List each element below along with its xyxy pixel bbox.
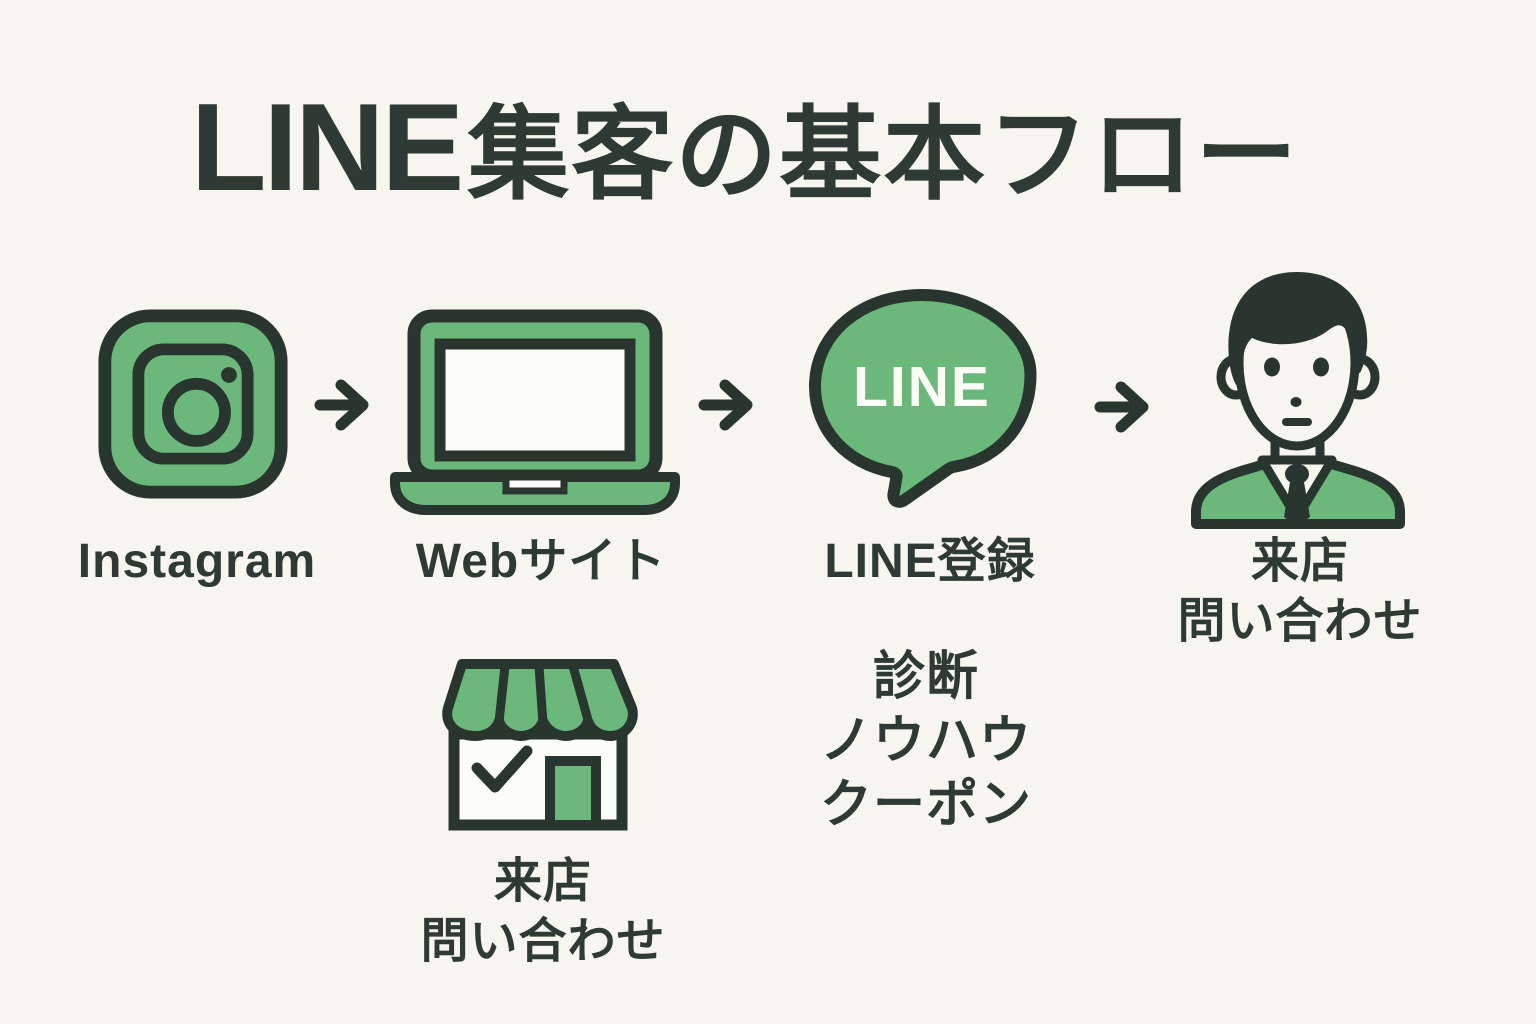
- step-label-website: Webサイト: [415, 535, 667, 588]
- instagram-icon: [98, 309, 288, 499]
- person-nose: [1290, 397, 1302, 407]
- store-door: [545, 756, 601, 830]
- step-label-visit-line2: 問い合わせ: [1177, 595, 1423, 648]
- flow-arrow-icon: [698, 379, 753, 431]
- person-eye-right: [1313, 357, 1329, 377]
- person-icon: [1191, 272, 1405, 529]
- store-awning-dividers: [494, 664, 593, 725]
- page-title: LINE集客の基本フロー: [0, 68, 1490, 229]
- person-tie-knot: [1285, 464, 1309, 484]
- instagram-inner-square: [132, 343, 254, 465]
- store-outcome-label: 来店 問い合わせ: [368, 852, 718, 972]
- laptop-notch: [502, 473, 568, 495]
- person-tie: [1284, 482, 1310, 526]
- instagram-lens: [161, 377, 231, 447]
- person-suit: [1191, 455, 1405, 529]
- flow-arrow-icon: [1094, 381, 1149, 433]
- store-outcome-line1: 来店: [493, 855, 592, 908]
- instagram-outer-square: [98, 309, 288, 499]
- flow-arrow-icon: [314, 379, 369, 431]
- benefit-item: 診断: [872, 648, 979, 706]
- person-eye-left: [1264, 357, 1280, 377]
- line-icon: LINE: [809, 289, 1037, 508]
- instagram-flash-dot: [221, 367, 237, 383]
- laptop-icon: [390, 309, 680, 515]
- laptop-screen: [434, 338, 636, 462]
- line-bubble: [809, 289, 1037, 508]
- step-label-visit-line1: 来店: [1250, 535, 1349, 588]
- step-label-visit-inquiry: 来店 問い合わせ: [1125, 532, 1475, 652]
- checkmark-icon: [471, 745, 533, 793]
- store-outcome-line2: 問い合わせ: [420, 915, 666, 968]
- person-head: [1216, 272, 1380, 480]
- arrow-shape: [698, 379, 753, 431]
- store-icon: [442, 659, 638, 831]
- arrow-shape: [314, 379, 369, 431]
- step-label-line-register: LINE登録: [824, 535, 1036, 588]
- page-title-latin: LINE: [190, 79, 464, 217]
- line-bubble-text: LINE: [853, 355, 991, 419]
- line-benefits-list: 診断 ノウハウ クーポン: [776, 645, 1076, 837]
- person-hair: [1228, 272, 1368, 385]
- arrow-shape: [1094, 381, 1149, 433]
- page-title-jp: 集客の基本フロー: [467, 98, 1300, 212]
- benefit-item: ノウハウ: [819, 712, 1032, 770]
- benefit-item: クーポン: [819, 776, 1032, 834]
- step-label-instagram: Instagram: [77, 535, 317, 588]
